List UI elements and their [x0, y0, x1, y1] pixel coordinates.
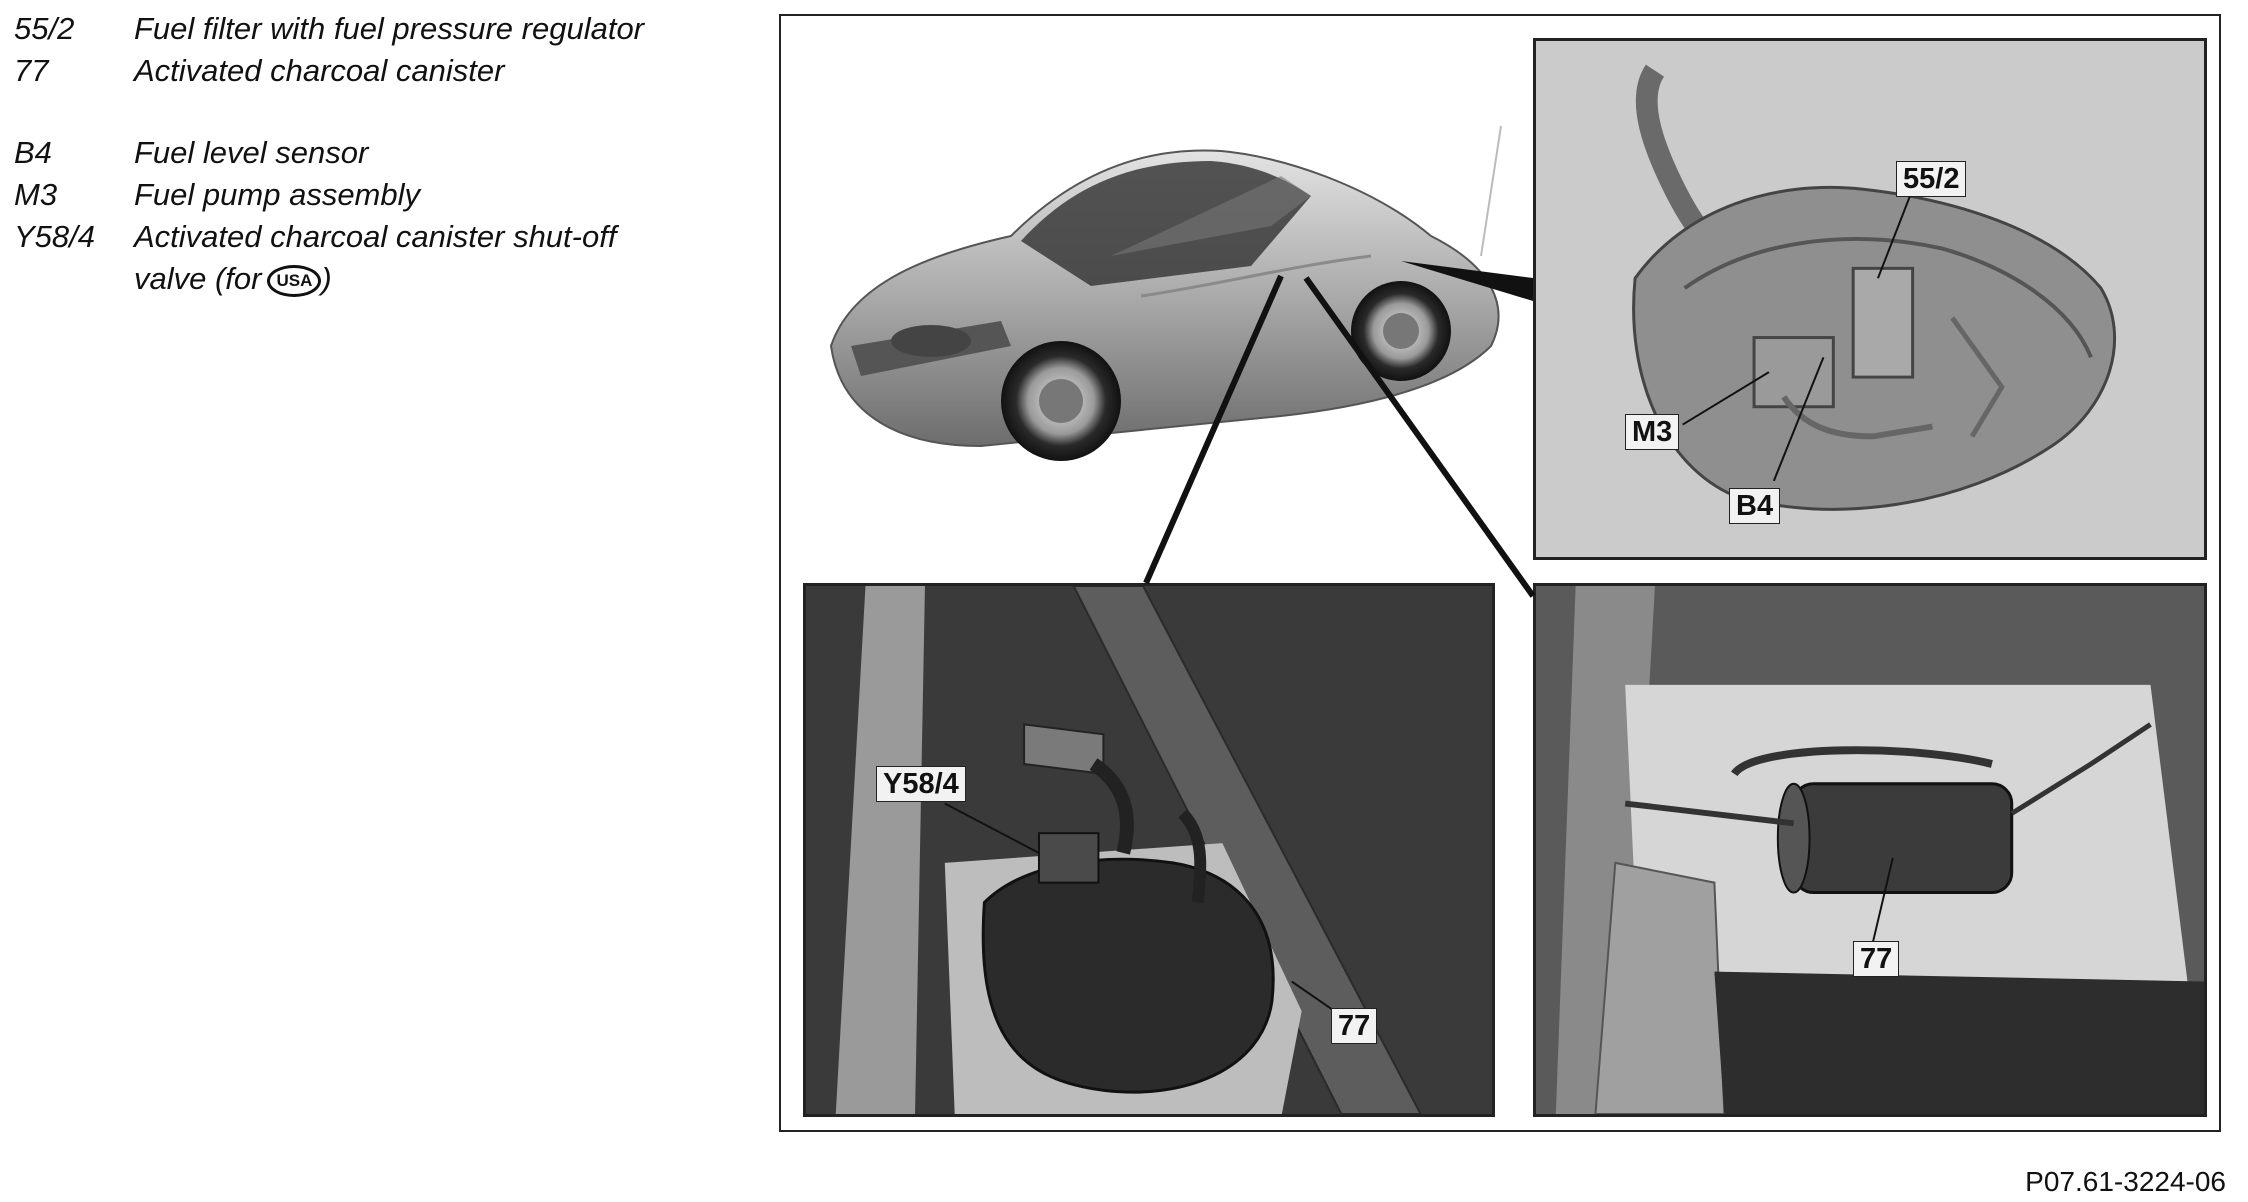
legend-row-b4: B4 Fuel level sensor	[14, 132, 754, 174]
legend-row-y58-4: Y58/4 Activated charcoal canister shut-o…	[14, 216, 754, 300]
callout-fuel-level-sensor: B4	[1729, 488, 1781, 524]
legend-description: Activated charcoal canister	[134, 53, 505, 88]
legend-description: Fuel filter with fuel pressure regulator	[134, 11, 645, 46]
callout-canister-left: 77	[1331, 1008, 1378, 1044]
legend-row-m3: M3 Fuel pump assembly	[14, 174, 754, 216]
callout-canister-right: 77	[1853, 941, 1900, 977]
legend-code: 77	[14, 53, 49, 88]
callout-fuel-pump: M3	[1625, 414, 1680, 450]
legend-code: B4	[14, 135, 52, 170]
car-illustration	[811, 116, 1511, 496]
legend-description: Activated charcoal canister shut-off val…	[134, 219, 617, 297]
legend-row-77: 77 Activated charcoal canister	[14, 50, 754, 92]
figure-reference-code: P07.61-3224-06	[2025, 1166, 2226, 1197]
legend-row-55-2: 55/2 Fuel filter with fuel pressure regu…	[14, 8, 754, 50]
legend-code: M3	[14, 177, 58, 212]
legend-description: Fuel level sensor	[134, 135, 369, 170]
component-legend: 55/2 Fuel filter with fuel pressure regu…	[14, 8, 754, 300]
legend-description: Fuel pump assembly	[134, 177, 421, 212]
fuel-tank-panel	[1533, 38, 2207, 560]
legend-code: 55/2	[14, 11, 75, 46]
callout-shutoff-valve: Y58/4	[876, 766, 966, 802]
callout-fuel-filter: 55/2	[1896, 161, 1967, 197]
charcoal-canister-panel	[1533, 583, 2207, 1117]
figure-frame: 55/2 M3 B4 Y58/4 77 77	[779, 14, 2221, 1132]
shutoff-valve-panel	[803, 583, 1495, 1117]
usa-badge-icon: USA	[267, 264, 322, 297]
legend-code: Y58/4	[14, 219, 96, 254]
